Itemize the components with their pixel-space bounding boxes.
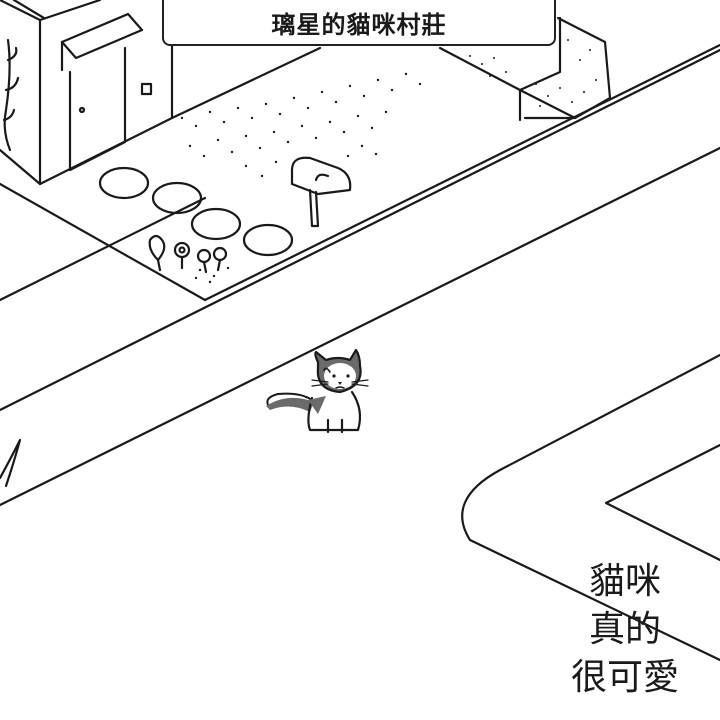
caption-line-1: 貓咪	[588, 561, 661, 602]
sidewalk-inner-edge	[203, 43, 720, 302]
house-icon	[0, 0, 322, 302]
road-lower-block	[461, 353, 720, 662]
road-lower-inner-block	[604, 443, 720, 562]
caption-line-3: 很可愛	[570, 657, 679, 698]
road	[0, 43, 720, 662]
caption: 貓咪 真的 很可愛	[550, 558, 700, 702]
caption-line-2: 真的	[588, 609, 661, 650]
grass-tuft	[0, 438, 22, 488]
stepping-stones	[98, 166, 294, 257]
road-upper-edge	[0, 48, 720, 412]
mailbox-icon	[290, 156, 352, 228]
title-banner: 璃星的貓咪村莊	[162, 0, 556, 46]
page-title: 璃星的貓咪村莊	[271, 10, 447, 39]
hedge	[438, 16, 612, 122]
gravel-patch	[180, 39, 597, 284]
flower-icon	[148, 234, 228, 274]
road-upper-curb	[0, 146, 720, 507]
cat-icon	[266, 348, 369, 434]
road-far-curb	[0, 196, 207, 302]
